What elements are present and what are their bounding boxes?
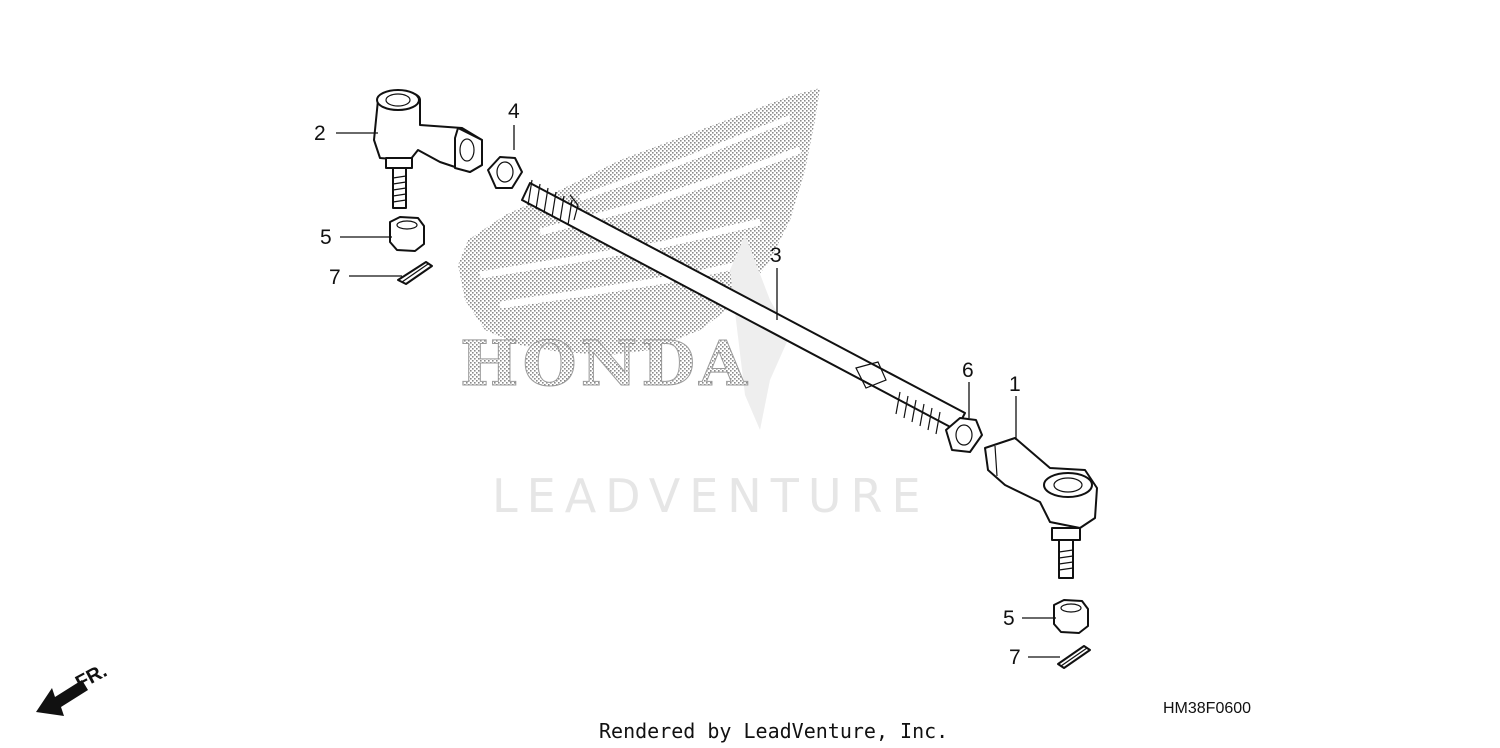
leader-lines [336, 125, 1060, 658]
cotter-pin-lower [1057, 645, 1091, 669]
castle-nut-lower [1053, 599, 1089, 634]
callout-7-upper: 7 [329, 266, 341, 289]
callout-4: 4 [508, 100, 520, 123]
callout-2-upper: 2 [314, 122, 326, 145]
castle-nut-upper [389, 216, 425, 252]
lock-nut-lower [945, 417, 983, 453]
tie-rod-end-lower [984, 437, 1098, 579]
leadventure-watermark: LEADVENTURE [492, 469, 930, 523]
callout-7-lower: 7 [1009, 646, 1021, 669]
front-direction-arrow [36, 680, 88, 716]
callout-3: 3 [770, 244, 782, 267]
honda-watermark-text: HONDA [460, 327, 751, 400]
callout-5-upper: 5 [320, 226, 332, 249]
tie-rod-end-upper [373, 89, 483, 209]
callout-5-lower: 5 [1003, 607, 1015, 630]
cotter-pin-upper [397, 261, 433, 285]
render-credit: Rendered by LeadVenture, Inc. [599, 719, 948, 743]
callout-1: 1 [1009, 373, 1021, 396]
diagram-code: HM38F0600 [1163, 700, 1251, 717]
callout-6: 6 [962, 359, 974, 382]
lock-nut-upper [487, 156, 523, 189]
